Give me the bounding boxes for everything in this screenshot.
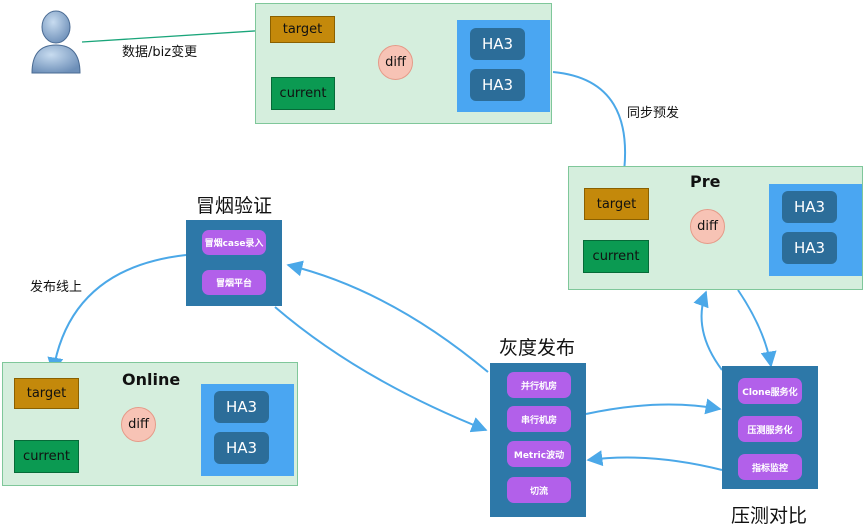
stress-item-monitor: 指标监控 bbox=[738, 454, 802, 480]
smoke-title: 冒烟验证 bbox=[196, 195, 273, 217]
online-diff-node: diff bbox=[121, 407, 156, 442]
arrow-stress-to-pre bbox=[693, 290, 723, 371]
stress-title: 压测对比 bbox=[731, 505, 808, 527]
pre-env-title: Pre bbox=[690, 172, 721, 191]
stress-item-clone: Clone服务化 bbox=[738, 378, 802, 404]
online-current-box: current bbox=[14, 440, 79, 473]
release-online-label: 发布线上 bbox=[30, 280, 83, 295]
pre-diff-node: diff bbox=[690, 209, 725, 244]
sync-pre-label: 同步预发 bbox=[627, 106, 680, 121]
gray-item-metric: Metric波动 bbox=[507, 441, 571, 467]
dev-current-box: current bbox=[271, 77, 335, 110]
user-change-label: 数据/biz变更 bbox=[122, 45, 198, 60]
user-icon bbox=[31, 10, 81, 74]
online-ha-node-1: HA3 bbox=[214, 391, 269, 423]
arrow-gray-to-smoke bbox=[286, 260, 489, 373]
gray-item-serial: 串行机房 bbox=[507, 406, 571, 432]
online-target-box: target bbox=[14, 378, 79, 409]
arrow-smoke-to-gray bbox=[274, 306, 488, 433]
pre-target-box: target bbox=[584, 188, 649, 220]
arrow-stress-to-gray bbox=[586, 450, 723, 471]
arrow-dev-to-pre bbox=[552, 71, 633, 188]
dev-ha-node-2: HA3 bbox=[470, 69, 525, 101]
gray-title: 灰度发布 bbox=[499, 337, 576, 359]
online-env-title: Online bbox=[122, 370, 181, 389]
arrow-user-to-target bbox=[81, 25, 271, 43]
arrow-gray-to-stress bbox=[585, 398, 722, 415]
pre-ha-node-2: HA3 bbox=[782, 232, 837, 264]
pre-current-box: current bbox=[583, 240, 649, 273]
pre-ha-node-1: HA3 bbox=[782, 191, 837, 223]
gray-item-parallel: 并行机房 bbox=[507, 372, 571, 398]
dev-diff-node: diff bbox=[378, 45, 413, 80]
stress-item-service: 压测服务化 bbox=[738, 416, 802, 442]
arrow-smoke-to-online bbox=[47, 254, 187, 374]
dev-target-box: target bbox=[270, 16, 335, 43]
arrow-pre-to-stress bbox=[737, 289, 777, 368]
gray-item-switch: 切流 bbox=[507, 477, 571, 503]
smoke-item-platform: 冒烟平台 bbox=[202, 270, 266, 295]
smoke-item-case-input: 冒烟case录入 bbox=[202, 230, 266, 255]
online-ha-node-2: HA3 bbox=[214, 432, 269, 464]
dev-ha-node-1: HA3 bbox=[470, 28, 525, 60]
